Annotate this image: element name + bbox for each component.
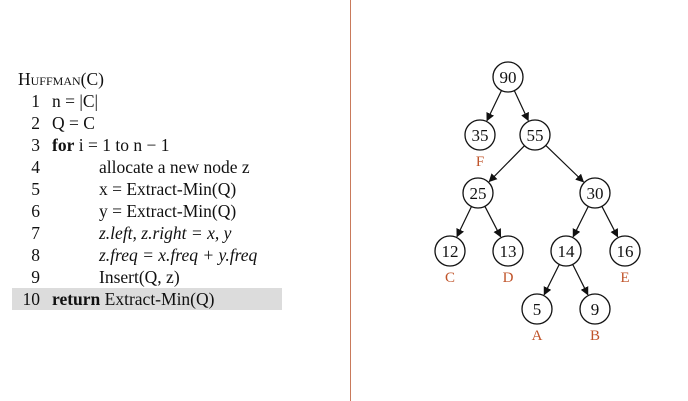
line-code: x = Extract-Min(Q) bbox=[99, 178, 236, 200]
leaf-symbol-label: A bbox=[532, 328, 543, 344]
line-number: 1 bbox=[31, 91, 40, 111]
leaf-symbol-label: E bbox=[620, 270, 629, 286]
line-number: 8 bbox=[31, 245, 40, 265]
procedure-title: Huffman(C) bbox=[12, 68, 282, 90]
tree-edge bbox=[456, 206, 473, 238]
line-text: Extract-Min(Q) bbox=[104, 289, 215, 309]
tree-node: 9B bbox=[579, 293, 611, 344]
line-text: Q = C bbox=[52, 113, 95, 133]
line-number: 10 bbox=[22, 289, 41, 309]
code-line: 7 z.left, z.right = x, y bbox=[12, 222, 282, 244]
tree-edge bbox=[572, 206, 589, 238]
line-code: z.left, z.right = x, y bbox=[99, 222, 231, 244]
code-lines: 1 n = |C| 2 Q = C 3 for i = 1 to n − 1 4 alloca… bbox=[12, 90, 282, 310]
line-code: Insert(Q, z) bbox=[99, 266, 180, 288]
node-circle bbox=[521, 293, 553, 325]
line-code: y = Extract-Min(Q) bbox=[99, 200, 236, 222]
node-circle bbox=[434, 235, 466, 267]
leaf-symbol-label: C bbox=[445, 270, 455, 286]
line-text: y = Extract-Min(Q) bbox=[99, 201, 237, 221]
node-value: 9 bbox=[591, 300, 600, 319]
line-text: allocate a new node z bbox=[99, 157, 250, 177]
line-number: 4 bbox=[31, 157, 40, 177]
node-circle bbox=[492, 61, 524, 93]
code-line: 9 Insert(Q, z) bbox=[12, 266, 282, 288]
tree-node: 35F bbox=[464, 119, 496, 170]
line-number: 5 bbox=[31, 179, 40, 199]
node-value: 55 bbox=[527, 126, 544, 145]
line-code: n = |C| bbox=[52, 90, 98, 112]
tree-edge bbox=[601, 206, 619, 238]
procedure-args: (C) bbox=[80, 69, 104, 89]
pseudocode-block: Huffman(C) 1 n = |C| 2 Q = C 3 for i = 1 to n… bbox=[12, 68, 282, 310]
line-code: return Extract-Min(Q) bbox=[52, 288, 214, 310]
node-circle bbox=[492, 235, 524, 267]
line-text: i = 1 to n − 1 bbox=[78, 135, 170, 155]
tree-edge bbox=[486, 90, 503, 122]
line-text: z.freq = x.freq + y.freq bbox=[99, 245, 258, 265]
node-value: 12 bbox=[442, 242, 459, 261]
node-circle bbox=[550, 235, 582, 267]
node-circle bbox=[609, 235, 641, 267]
leaf-symbol-label: B bbox=[590, 328, 600, 344]
tree-node: 14 bbox=[550, 235, 582, 267]
node-circle bbox=[579, 177, 611, 209]
tree-edge bbox=[545, 144, 585, 183]
tree-node: 13D bbox=[492, 235, 524, 286]
tree-node: 30 bbox=[579, 177, 611, 209]
tree-node: 16E bbox=[609, 235, 641, 286]
line-number: 9 bbox=[31, 267, 40, 287]
line-code: Q = C bbox=[52, 112, 95, 134]
node-circle bbox=[579, 293, 611, 325]
procedure-name: Huffman bbox=[18, 69, 81, 89]
node-circle bbox=[464, 119, 496, 151]
tree-node: 25 bbox=[462, 177, 494, 209]
keyword: return bbox=[52, 289, 101, 309]
leaf-symbol-label: F bbox=[476, 154, 484, 170]
code-line: 1 n = |C| bbox=[12, 90, 282, 112]
line-text: n = |C| bbox=[52, 91, 99, 111]
line-text: z.left, z.right = x, y bbox=[99, 223, 232, 243]
tree-edge bbox=[488, 145, 525, 183]
divider-line bbox=[350, 0, 351, 401]
tree-edge bbox=[572, 264, 589, 296]
node-value: 30 bbox=[587, 184, 604, 203]
node-circle bbox=[462, 177, 494, 209]
node-value: 90 bbox=[500, 68, 517, 87]
node-value: 25 bbox=[470, 184, 487, 203]
tree-node: 90 bbox=[492, 61, 524, 93]
tree-edge bbox=[484, 206, 502, 238]
line-text: Insert(Q, z) bbox=[99, 267, 180, 287]
node-value: 13 bbox=[500, 242, 517, 261]
line-number: 3 bbox=[31, 135, 40, 155]
code-line: 3 for i = 1 to n − 1 bbox=[12, 134, 282, 156]
tree-edge bbox=[513, 90, 529, 122]
line-number: 7 bbox=[31, 223, 40, 243]
code-line: 6 y = Extract-Min(Q) bbox=[12, 200, 282, 222]
node-value: 16 bbox=[617, 242, 634, 261]
line-text: x = Extract-Min(Q) bbox=[99, 179, 237, 199]
node-circle bbox=[519, 119, 551, 151]
leaf-symbol-label: D bbox=[503, 270, 514, 286]
line-code: allocate a new node z bbox=[99, 156, 250, 178]
code-line: 10 return Extract-Min(Q) bbox=[12, 288, 282, 310]
tree-edge bbox=[543, 264, 560, 296]
tree-node: 55 bbox=[519, 119, 551, 151]
code-line: 4 allocate a new node z bbox=[12, 156, 282, 178]
line-number: 2 bbox=[31, 113, 40, 133]
node-value: 5 bbox=[533, 300, 542, 319]
tree-node: 12C bbox=[434, 235, 466, 286]
code-line: 8 z.freq = x.freq + y.freq bbox=[12, 244, 282, 266]
node-value: 14 bbox=[558, 242, 576, 261]
line-number: 6 bbox=[31, 201, 40, 221]
keyword: for bbox=[52, 135, 75, 155]
tree-node: 5A bbox=[521, 293, 553, 344]
code-line: 2 Q = C bbox=[12, 112, 282, 134]
line-code: z.freq = x.freq + y.freq bbox=[99, 244, 257, 266]
node-value: 35 bbox=[472, 126, 489, 145]
code-line: 5 x = Extract-Min(Q) bbox=[12, 178, 282, 200]
line-code: for i = 1 to n − 1 bbox=[52, 134, 169, 156]
